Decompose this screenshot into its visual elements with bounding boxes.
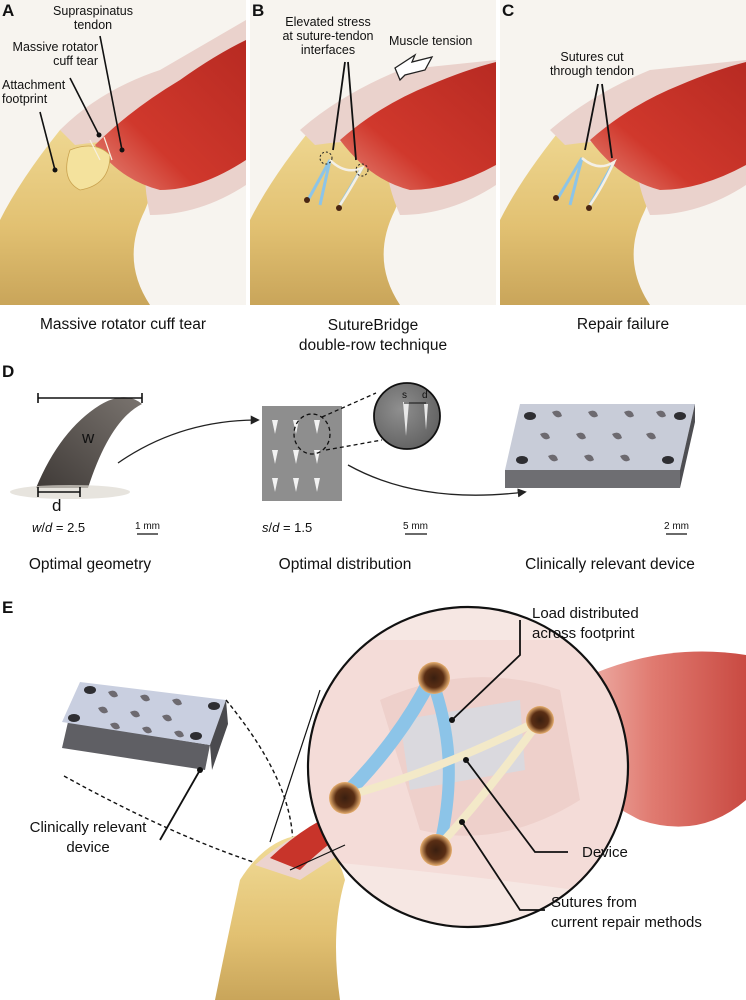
panel-a-leaders: [39, 35, 123, 171]
panel-d-illustration: [10, 382, 695, 535]
device-d-holes: [516, 412, 686, 464]
scale-bar-3-label: 2 mm: [664, 521, 689, 532]
panel-label-d: D: [2, 362, 15, 381]
spike-array: [272, 420, 320, 492]
panel-c-illustration: [500, 0, 746, 305]
caption-distribution: Optimal distribution: [278, 556, 412, 573]
scale-bar-1-label: 1 mm: [135, 521, 160, 532]
caption-c: Repair failure: [576, 316, 670, 333]
inset-d-label: d: [422, 390, 428, 401]
muscle-tension-label: Muscle tension: [389, 34, 473, 48]
caption-a: Massive rotator cuff tear: [40, 316, 206, 333]
device-label: Device: [582, 844, 628, 861]
panel-b-illustration: [250, 0, 496, 305]
caption-geometry: Optimal geometry: [28, 556, 152, 573]
panel-label-c: C: [502, 1, 515, 20]
panel-a-illustration: [0, 0, 246, 305]
ratio-sd: s/d = 1.5: [262, 520, 313, 535]
panel-label-e: E: [2, 598, 14, 617]
inset-s-label: s: [402, 390, 407, 401]
scale-bar-2-label: 5 mm: [403, 521, 428, 532]
caption-device: Clinically relevant device: [525, 556, 695, 573]
w-label: w: [82, 428, 95, 447]
ratio-wd: w/d = 2.5: [32, 520, 86, 535]
panel-e-illustration: [62, 605, 746, 1000]
panel-label-b: B: [252, 1, 265, 20]
device-d-spikes: [540, 410, 666, 462]
panel-label-a: A: [2, 1, 15, 20]
d-label: d: [52, 496, 62, 515]
